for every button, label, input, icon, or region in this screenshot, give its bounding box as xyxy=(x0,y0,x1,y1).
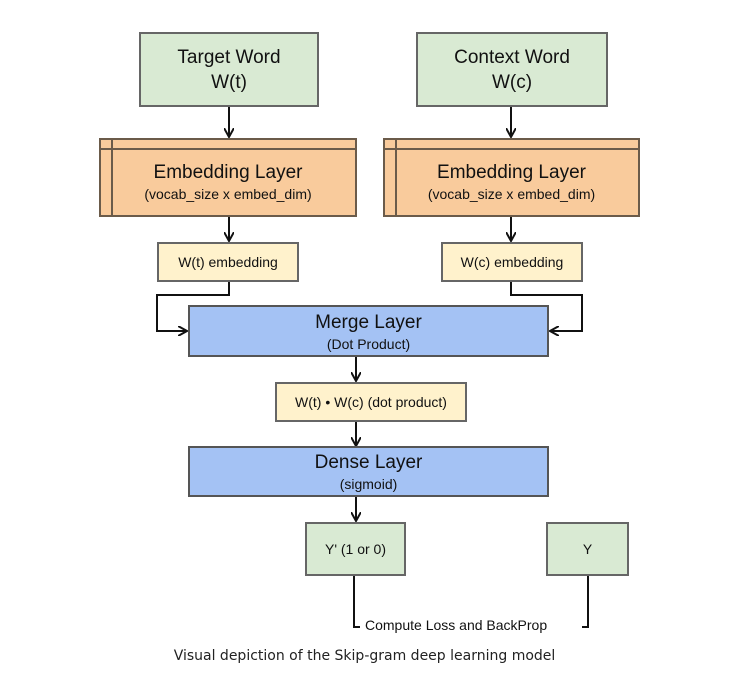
merge-layer-box: Merge Layer (Dot Product) xyxy=(188,305,549,357)
dense-layer-title: Dense Layer xyxy=(314,452,423,473)
loss-label: Compute Loss and BackProp xyxy=(365,617,548,633)
embedding-layer-left: Embedding Layer (vocab_size x embed_dim) xyxy=(99,138,357,217)
arrow-wc-to-merge xyxy=(510,282,583,331)
wc-embedding-box: W(c) embedding xyxy=(441,242,583,282)
arrow-wt-to-merge xyxy=(156,282,230,331)
loss-bracket-line xyxy=(353,576,360,628)
y-true-box: Y xyxy=(546,522,629,576)
wt-embedding-box: W(t) embedding xyxy=(157,242,299,282)
context-word-title: Context Word xyxy=(454,46,570,68)
dot-product-label: W(t) • W(c) (dot product) xyxy=(295,394,447,410)
y-true-label: Y xyxy=(582,541,593,557)
context-word-box: Context Word W(c) xyxy=(416,32,608,107)
dot-product-box: W(t) • W(c) (dot product) xyxy=(275,382,467,422)
merge-layer-sub: (Dot Product) xyxy=(326,335,411,352)
embedding-layer-right: Embedding Layer (vocab_size x embed_dim) xyxy=(383,138,640,217)
wc-embedding-label: W(c) embedding xyxy=(460,254,564,270)
embedding-right-side-bar xyxy=(395,140,397,215)
merge-layer-title: Merge Layer xyxy=(315,311,422,333)
embedding-left-title: Embedding Layer xyxy=(153,162,303,183)
embedding-left-sub: (vocab_size x embed_dim) xyxy=(144,186,312,202)
y-pred-label: Y' (1 or 0) xyxy=(324,541,387,557)
loss-bracket-line-right xyxy=(582,576,589,628)
embedding-right-top-bar xyxy=(385,140,638,150)
target-word-title: Target Word xyxy=(177,46,281,68)
context-word-sub: W(c) xyxy=(491,71,533,93)
figure-caption: Visual depiction of the Skip-gram deep l… xyxy=(173,648,556,664)
y-pred-box: Y' (1 or 0) xyxy=(305,522,406,576)
embedding-right-title: Embedding Layer xyxy=(437,162,586,183)
dense-layer-sub: (sigmoid) xyxy=(339,476,398,492)
target-word-box: Target Word W(t) xyxy=(139,32,319,107)
target-word-sub: W(t) xyxy=(211,71,247,93)
dense-layer-box: Dense Layer (sigmoid) xyxy=(188,446,549,497)
embedding-left-side-bar xyxy=(111,140,113,215)
embedding-right-sub: (vocab_size x embed_dim) xyxy=(427,186,596,202)
wt-embedding-label: W(t) embedding xyxy=(178,254,278,270)
embedding-left-top-bar xyxy=(101,140,355,150)
